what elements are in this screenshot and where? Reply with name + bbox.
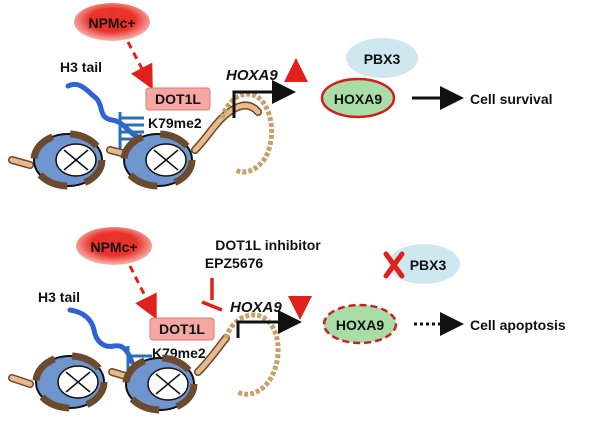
dna-coil xyxy=(219,91,275,175)
inhibitor-label: DOT1L inhibitor xyxy=(215,237,321,253)
nucleosome-cross xyxy=(153,149,179,171)
h3-tail-label: H3 tail xyxy=(38,289,80,305)
nucleosome xyxy=(120,130,196,190)
dot1l-rect xyxy=(149,317,215,341)
npm-node: NPMc+ xyxy=(74,3,150,41)
hoxa9-node: HOXA9 xyxy=(322,303,398,345)
npm-ellipse xyxy=(74,3,150,41)
inhibition-bar xyxy=(201,300,223,312)
outcome-label: Cell apoptosis xyxy=(470,317,566,333)
nucleosome xyxy=(122,354,198,414)
nucleosome-wrap xyxy=(32,352,108,412)
methyl-marks xyxy=(118,112,144,150)
panel-bottom: NPMc+ DOT1L inhibitor EPZ5676 H3 tail DO… xyxy=(8,227,566,414)
pbx3-blocked-mark xyxy=(383,251,405,279)
npm-ellipse xyxy=(76,227,152,265)
methyl-marks xyxy=(126,346,152,372)
hoxa9-label: HOXA9 xyxy=(334,91,382,107)
nucleosome xyxy=(30,130,106,190)
hoxa9-node: HOXA9 xyxy=(320,77,396,119)
npm-to-dot1l-arrow xyxy=(126,41,153,90)
dot1l-label: DOT1L xyxy=(155,91,201,107)
h3-tail-line xyxy=(65,82,149,143)
pbx3-node: PBX3 xyxy=(346,38,418,78)
gene-label: HOXA9 xyxy=(230,299,282,316)
nucleosome-wrap xyxy=(122,354,198,414)
pbx3-label: PBX3 xyxy=(410,257,447,273)
tss-arrow xyxy=(236,310,302,338)
gene-label: HOXA9 xyxy=(226,67,278,84)
dot1l-label: DOT1L xyxy=(159,321,205,337)
panel-top: NPMc+ H3 tail DOT1L K79me2 xyxy=(8,3,553,190)
dot1l-box: DOT1L xyxy=(145,87,211,111)
outcome-label: Cell survival xyxy=(470,91,553,107)
block-x-line xyxy=(383,251,405,279)
nucleosome-cross xyxy=(63,149,89,171)
inhibitor-drug-label: EPZ5676 xyxy=(205,255,264,271)
nucleosome-wrap xyxy=(120,130,196,190)
npm-to-dot1l-arrow xyxy=(128,265,157,320)
hoxa9-ellipse xyxy=(322,303,398,345)
hoxa9-ellipse xyxy=(320,77,396,119)
k79me2-label: K79me2 xyxy=(148,115,202,131)
nucleosome-cross xyxy=(155,373,181,395)
pbx3-ellipse xyxy=(388,244,460,284)
h3-tail-line xyxy=(67,307,135,365)
nucleosome xyxy=(32,352,108,412)
dot1l-box: DOT1L xyxy=(149,317,215,341)
dot1l-rect xyxy=(145,87,211,111)
h3-tail-label: H3 tail xyxy=(60,59,102,75)
pbx3-ellipse xyxy=(346,38,418,78)
npm-label: NPMc+ xyxy=(90,239,137,255)
nucleosome-wrap xyxy=(30,130,106,190)
npm-label: NPMc+ xyxy=(88,15,135,31)
pbx3-label: PBX3 xyxy=(364,51,401,67)
pbx3-node: PBX3 xyxy=(388,244,460,284)
nucleosome-cross xyxy=(65,371,91,393)
tss-arrow xyxy=(232,80,296,118)
hoxa9-label: HOXA9 xyxy=(336,317,384,333)
npm-node: NPMc+ xyxy=(76,227,152,265)
dna-coil xyxy=(223,312,281,397)
